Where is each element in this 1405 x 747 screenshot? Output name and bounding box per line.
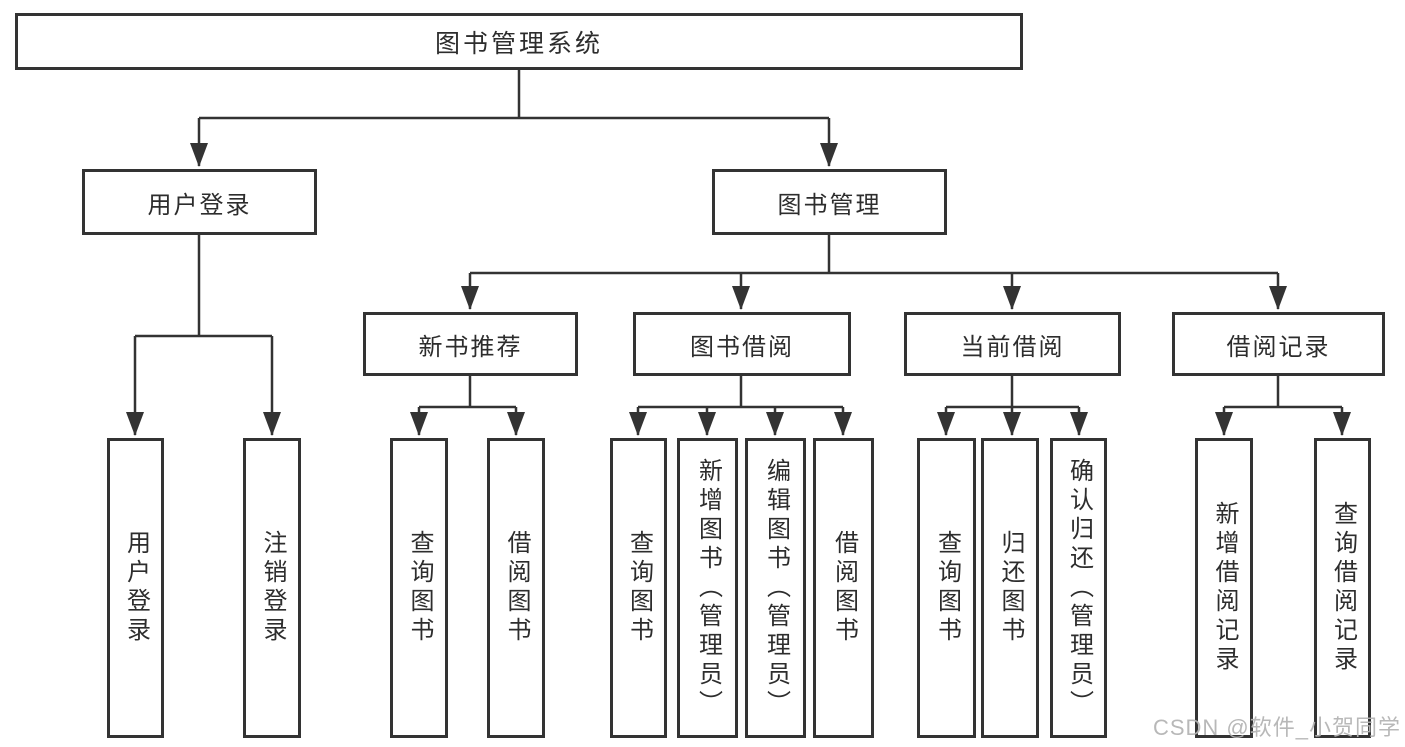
leaf-records-add-record: 新增借阅记录 [1195, 438, 1253, 738]
leaf-label: 注销登录 [259, 530, 286, 646]
node-library-management-system: 图书管理系统 [15, 13, 1023, 70]
csdn-watermark: CSDN @软件_小贺同学 [1152, 715, 1401, 740]
leaf-borrow-query-books: 查询图书 [610, 438, 667, 738]
node-book-management: 图书管理 [712, 169, 947, 235]
leaf-label: 借阅图书 [503, 530, 530, 646]
node-label: 图书管理系统 [434, 29, 603, 58]
node-new-book-recommend: 新书推荐 [363, 312, 578, 376]
leaf-label: 确认归还（管理员） [1065, 457, 1093, 719]
leaf-label: 查询图书 [406, 530, 433, 646]
leaf-label: 用户登录 [122, 530, 150, 646]
leaf-borrow-edit-books-admin: 编辑图书（管理员） [745, 438, 806, 738]
leaf-records-query-record: 查询借阅记录 [1314, 438, 1371, 738]
leaf-current-confirm-return-admin: 确认归还（管理员） [1050, 438, 1107, 738]
node-borrow-records: 借阅记录 [1172, 312, 1385, 376]
node-label: 图书管理 [777, 191, 882, 219]
leaf-label: 编辑图书（管理员） [762, 457, 790, 719]
leaf-logout: 注销登录 [243, 438, 301, 738]
leaf-label: 查询图书 [933, 530, 961, 646]
leaf-current-query-books: 查询图书 [917, 438, 976, 738]
node-label: 用户登录 [147, 191, 252, 219]
node-label: 借阅记录 [1226, 333, 1331, 361]
node-book-borrow: 图书借阅 [633, 312, 851, 376]
leaf-borrow-borrow-books: 借阅图书 [813, 438, 874, 738]
leaf-rec-borrow-books: 借阅图书 [487, 438, 545, 738]
leaf-label: 借阅图书 [830, 530, 858, 646]
node-label: 图书借阅 [690, 333, 794, 361]
leaf-label: 查询借阅记录 [1329, 501, 1357, 675]
leaf-rec-query-books: 查询图书 [390, 438, 448, 738]
node-label: 新书推荐 [418, 333, 523, 361]
leaf-current-return-books: 归还图书 [981, 438, 1039, 738]
node-label: 当前借阅 [960, 333, 1065, 361]
leaf-user-login: 用户登录 [107, 438, 164, 738]
node-current-borrow: 当前借阅 [904, 312, 1121, 376]
node-user-login: 用户登录 [82, 169, 317, 235]
leaf-borrow-add-books-admin: 新增图书（管理员） [677, 438, 738, 738]
leaf-label: 新增图书（管理员） [694, 457, 722, 719]
leaf-label: 归还图书 [997, 530, 1024, 646]
leaf-label: 新增借阅记录 [1211, 501, 1238, 675]
leaf-label: 查询图书 [625, 530, 653, 646]
